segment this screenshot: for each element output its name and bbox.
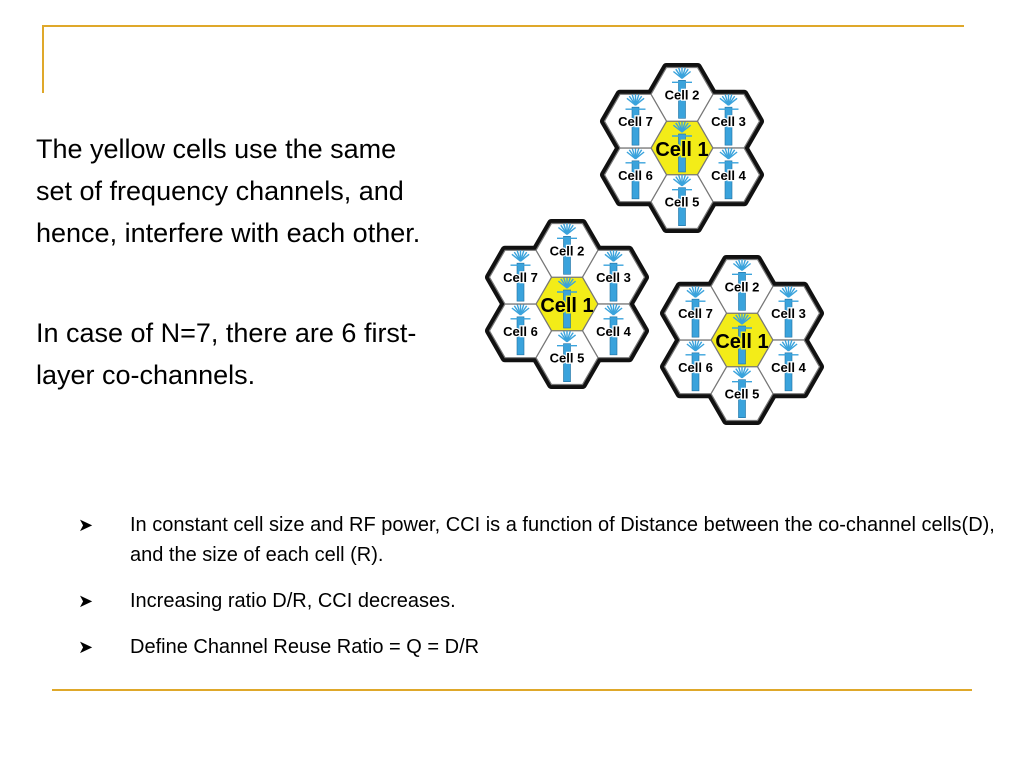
cell: Cell 4 [581, 303, 646, 359]
antenna-tower-icon [557, 223, 577, 275]
co-channel-cell: Cell 1 [650, 120, 714, 176]
cell-label: Cell 6 [503, 324, 538, 339]
cell: Cell 3 [581, 249, 646, 305]
antenna-tower-icon [625, 94, 646, 146]
cell-label: Cell 4 [711, 168, 746, 183]
top-accent-line [42, 25, 964, 27]
cell-label: Cell 7 [618, 114, 653, 129]
antenna-tower-icon [732, 313, 752, 365]
bullet-list: ➤ In constant cell size and RF power, CC… [78, 510, 1018, 678]
cell: Cell 6 [488, 303, 553, 359]
antenna-tower-icon [510, 250, 531, 302]
antenna-tower-icon [685, 286, 706, 338]
arrowhead-bullet-icon: ➤ [78, 637, 94, 657]
cell: Cell 3 [756, 285, 821, 341]
cell-label: Cell 4 [771, 360, 806, 375]
cell-label: Cell 5 [550, 351, 585, 366]
left-accent-line [42, 25, 44, 93]
cell-label: Cell 3 [711, 114, 746, 129]
cell: Cell 3 [696, 93, 761, 149]
cell: Cell 7 [663, 285, 728, 341]
antenna-tower-icon [718, 147, 739, 200]
arrowhead-bullet-icon: ➤ [78, 591, 94, 611]
antenna-tower-icon [672, 121, 692, 173]
cell: Cell 2 [650, 66, 714, 122]
right-cluster: Cell 1 Cell 2 Cell 3 Cell 4 Cell 5 Cell 6 Cell… [663, 258, 821, 422]
antenna-tower-icon [718, 94, 739, 146]
cell-label: Cell 1 [715, 331, 768, 353]
cell-label: Cell 4 [596, 324, 631, 339]
cell-label: Cell 6 [678, 360, 713, 375]
cell: Cell 6 [663, 339, 728, 395]
co-channel-count-text: In case of N=7, there are 6 first-layer … [36, 318, 417, 390]
cell: Cell 4 [696, 147, 761, 203]
cell-label: Cell 1 [655, 139, 708, 161]
cell: Cell 2 [710, 258, 774, 314]
antenna-tower-icon [685, 339, 706, 392]
cell: Cell 6 [603, 147, 668, 203]
antenna-tower-icon [732, 259, 752, 311]
bullet-item: ➤ In constant cell size and RF power, CC… [78, 510, 1018, 570]
cell: Cell 7 [488, 249, 553, 305]
cell: Cell 5 [710, 366, 774, 422]
cell-label: Cell 7 [678, 306, 713, 321]
cell: Cell 2 [535, 222, 599, 278]
cell: Cell 5 [535, 330, 599, 386]
antenna-tower-icon [557, 330, 577, 382]
bullet-text: Increasing ratio D/R, CCI decreases. [130, 590, 456, 612]
cell: Cell 5 [650, 174, 714, 230]
cell: Cell 7 [603, 93, 668, 149]
arrowhead-bullet-icon: ➤ [78, 515, 94, 535]
cell-label: Cell 2 [725, 279, 760, 294]
left-cluster: Cell 1 Cell 2 Cell 3 Cell 4 Cell 5 Cell 6 Cell… [488, 222, 646, 386]
antenna-tower-icon [625, 147, 646, 200]
antenna-tower-icon [603, 250, 624, 302]
antenna-tower-icon [672, 67, 692, 119]
antenna-tower-icon [510, 303, 531, 356]
cell-label: Cell 3 [771, 306, 806, 321]
cell-label: Cell 5 [665, 195, 700, 210]
bullet-item: ➤ Increasing ratio D/R, CCI decreases. [78, 586, 1018, 616]
bullet-text: Define Channel Reuse Ratio = Q = D/R [130, 636, 480, 658]
antenna-tower-icon [732, 366, 752, 418]
cell-label: Cell 1 [540, 295, 593, 317]
bullet-item: ➤ Define Channel Reuse Ratio = Q = D/R [78, 632, 1018, 662]
bullet-text: In constant cell size and RF power, CCI … [130, 514, 995, 566]
antenna-tower-icon [672, 174, 692, 226]
antenna-tower-icon [778, 339, 799, 392]
top-cluster: Cell 1 Cell 2 Cell 3 Cell 4 Cell 5 Cell 6 Cell… [603, 66, 761, 230]
cell-label: Cell 2 [550, 243, 585, 258]
cell-label: Cell 2 [665, 87, 700, 102]
antenna-tower-icon [778, 286, 799, 338]
cell: Cell 4 [756, 339, 821, 395]
antenna-tower-icon [603, 303, 624, 356]
cell-label: Cell 7 [503, 270, 538, 285]
antenna-tower-icon [557, 277, 577, 329]
yellow-cells-explanation: The yellow cells use the same set of fre… [36, 134, 421, 248]
cell-label: Cell 3 [596, 270, 631, 285]
cell-label: Cell 6 [618, 168, 653, 183]
cell-label: Cell 5 [725, 387, 760, 402]
bottom-accent-line [52, 689, 972, 691]
